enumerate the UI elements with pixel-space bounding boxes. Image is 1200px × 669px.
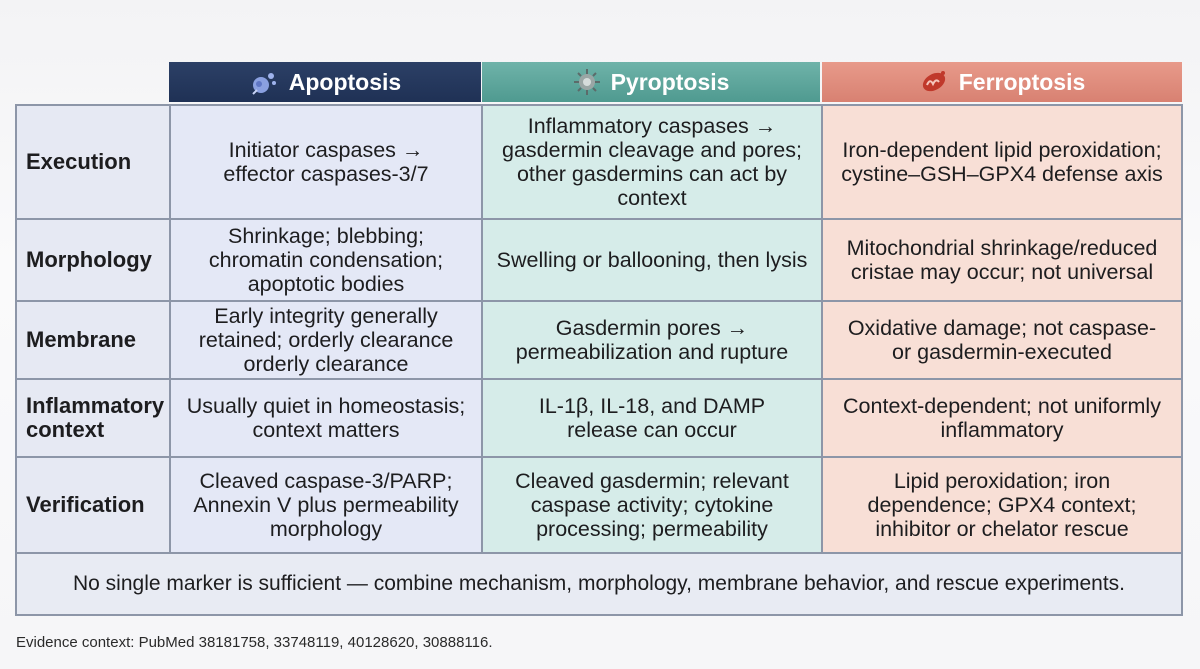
column-header-ferroptosis: Ferroptosis (822, 62, 1182, 102)
cell-execution-pyroptosis: Inflammatory caspases → gasdermin cleava… (483, 106, 821, 218)
column-header-label: Pyroptosis (610, 68, 730, 95)
cell-membrane-pyroptosis: Gasdermin pores → permeabilization and r… (483, 302, 821, 378)
cell-verification-ferroptosis: Lipid peroxidation; iron dependence; GPX… (823, 458, 1181, 552)
grid-divider (169, 106, 171, 552)
grid-divider (821, 106, 823, 552)
cell-morphology-pyroptosis: Swelling or ballooning, then lysis (483, 220, 821, 300)
row-label-execution: Execution (17, 106, 169, 218)
column-header-label: Apoptosis (288, 68, 402, 95)
cell-fragment-icon (249, 68, 279, 96)
cell-inflammatory-apoptosis: Usually quiet in homeostasis; context ma… (171, 380, 481, 456)
row-label-inflammatory-context: Inflammatory context (17, 380, 169, 456)
column-header-apoptosis: Apoptosis (169, 62, 481, 102)
row-label-membrane: Membrane (17, 302, 169, 378)
evidence-context: Evidence context: PubMed 38181758, 33748… (16, 634, 493, 651)
cell-execution-ferroptosis: Iron-dependent lipid peroxidation; cysti… (823, 106, 1181, 218)
comparison-table: Execution Initiator caspases → effector … (15, 104, 1183, 616)
column-header-pyroptosis: Pyroptosis (482, 62, 820, 102)
grid-divider (481, 106, 483, 552)
row-label-morphology: Morphology (17, 220, 169, 300)
burst-cell-icon (573, 68, 601, 96)
cell-execution-apoptosis: Initiator caspases → effector caspases-3… (171, 106, 481, 218)
summary-note: No single marker is sufficient — combine… (17, 554, 1181, 614)
cell-membrane-ferroptosis: Oxidative damage; not caspase- or gasder… (823, 302, 1181, 378)
mitochondrion-icon (919, 69, 949, 95)
cell-verification-apoptosis: Cleaved caspase-3/PARP; Annexin V plus p… (171, 458, 481, 552)
cell-morphology-apoptosis: Shrinkage; blebbing; chromatin condensat… (171, 220, 481, 300)
cell-membrane-apoptosis: Early integrity generally retained; orde… (171, 302, 481, 378)
grid-divider (17, 378, 1181, 380)
column-header-label: Ferroptosis (958, 68, 1086, 95)
cell-morphology-ferroptosis: Mitochondrial shrinkage/reduced cristae … (823, 220, 1181, 300)
cell-verification-pyroptosis: Cleaved gasdermin; relevant caspase acti… (483, 458, 821, 552)
cell-inflammatory-ferroptosis: Context-dependent; not uniformly inflamm… (823, 380, 1181, 456)
cell-inflammatory-pyroptosis: IL-1β, IL-18, and DAMP release can occur (483, 380, 821, 456)
grid-divider (17, 218, 1181, 220)
grid-divider (17, 456, 1181, 458)
grid-divider (17, 552, 1181, 554)
grid-divider (17, 300, 1181, 302)
row-label-verification: Verification (17, 458, 169, 552)
